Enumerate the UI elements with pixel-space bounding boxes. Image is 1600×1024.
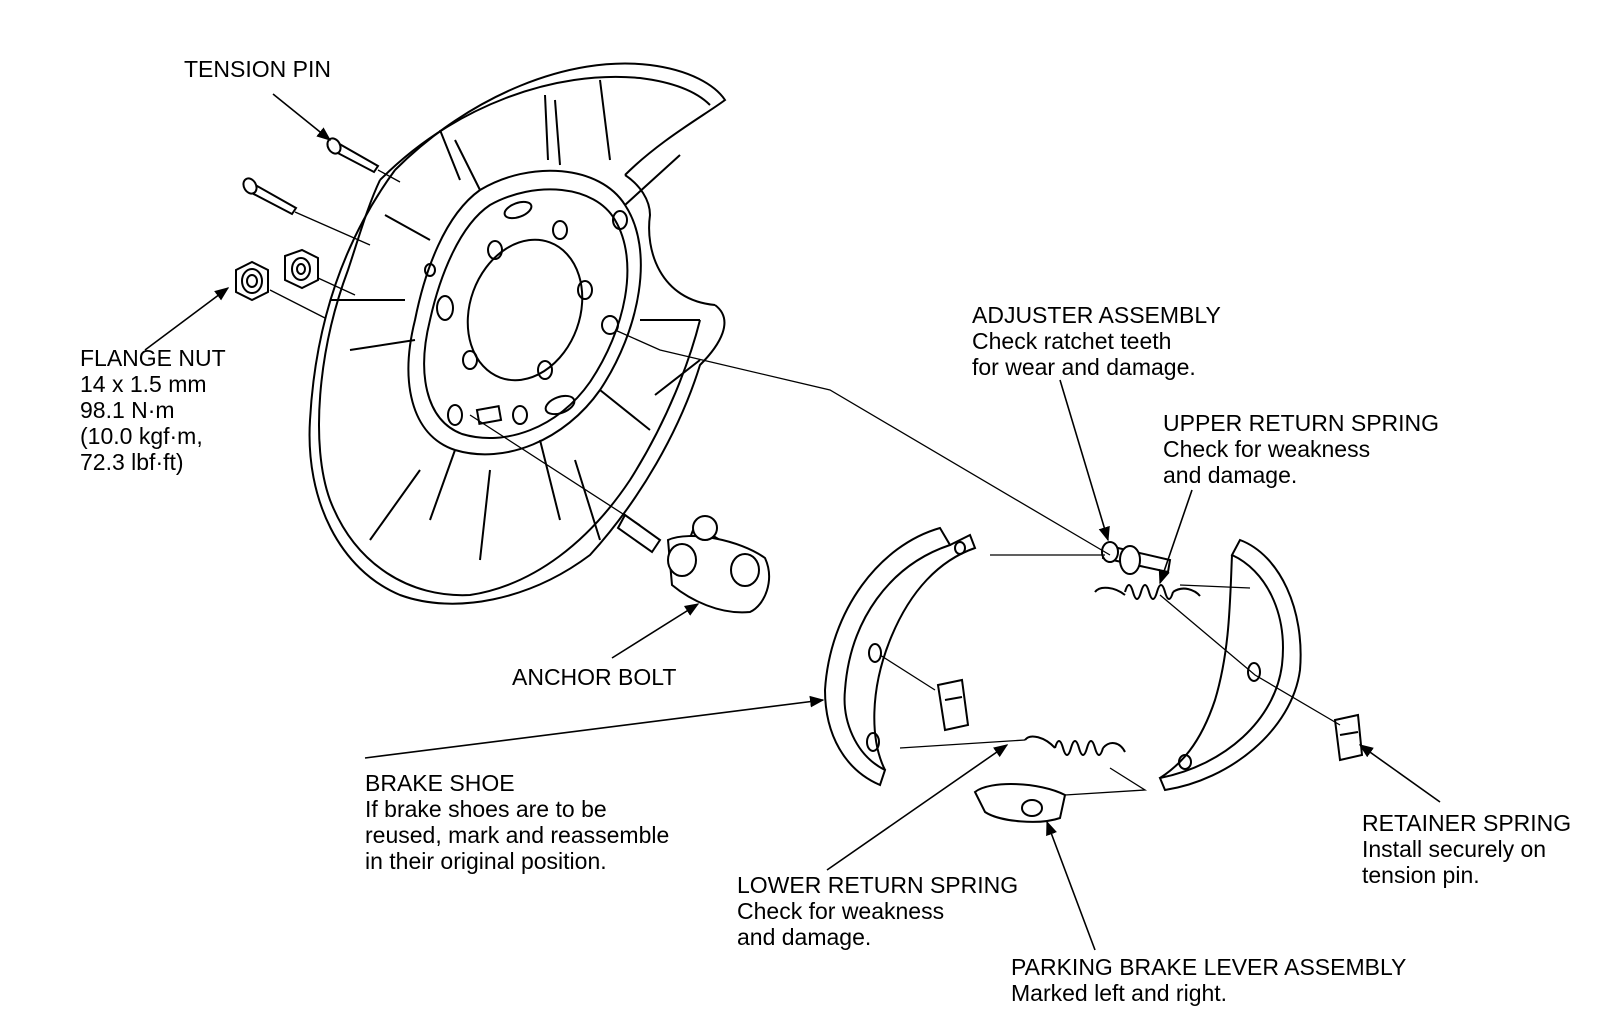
lower-return-spring-note-2: and damage.	[737, 924, 872, 950]
parking-brake-lever-title: PARKING BRAKE LEVER ASSEMBLY	[1011, 954, 1407, 980]
flange-nut-spec-1: 14 x 1.5 mm	[80, 371, 207, 397]
retainer-spring-label: RETAINER SPRING Install securely on tens…	[1362, 810, 1571, 888]
upper-return-spring-note-1: Check for weakness	[1163, 436, 1371, 462]
assembly-lines	[269, 169, 1341, 796]
tension-pin-label: TENSION PIN	[184, 56, 331, 82]
lower-return-spring-note-1: Check for weakness	[737, 898, 945, 924]
brake-shoe-note-3: in their original position.	[365, 848, 607, 874]
brake-shoes	[823, 526, 1302, 792]
upper-return-spring	[1094, 584, 1201, 600]
parking-brake-lever-label: PARKING BRAKE LEVER ASSEMBLY Marked left…	[1011, 954, 1406, 1006]
backing-plate	[308, 62, 727, 605]
retainer-spring-note-1: Install securely on	[1362, 836, 1547, 862]
upper-return-spring-label: UPPER RETURN SPRING Check for weakness a…	[1163, 410, 1439, 488]
flange-nut-title: FLANGE NUT	[80, 345, 226, 371]
adjuster-assembly	[1101, 541, 1172, 575]
adjuster-assembly-label: ADJUSTER ASSEMBLY Check ratchet teeth fo…	[972, 302, 1221, 380]
retainer-spring-title: RETAINER SPRING	[1362, 810, 1572, 836]
anchor-bolt-label: ANCHOR BOLT	[512, 664, 676, 690]
brake-shoe-note-2: reused, mark and reassemble	[365, 822, 670, 848]
tension-pins	[242, 137, 380, 216]
brake-shoe-label: BRAKE SHOE If brake shoes are to be reus…	[365, 770, 669, 874]
lower-return-spring-label: LOWER RETURN SPRING Check for weakness a…	[737, 872, 1018, 950]
tension-pin-title: TENSION PIN	[184, 56, 331, 82]
parking-brake-lever	[973, 783, 1067, 823]
lower-return-spring-title: LOWER RETURN SPRING	[737, 872, 1019, 898]
parking-brake-lever-note-1: Marked left and right.	[1011, 980, 1228, 1006]
adjuster-assembly-title: ADJUSTER ASSEMBLY	[972, 302, 1221, 328]
upper-return-spring-title: UPPER RETURN SPRING	[1163, 410, 1440, 436]
flange-nuts	[235, 248, 319, 302]
anchor-bolt	[616, 513, 770, 614]
anchor-bolt-title: ANCHOR BOLT	[512, 664, 677, 690]
lower-return-spring	[1024, 735, 1126, 756]
flange-nut-spec-2: 98.1 N·m	[80, 397, 175, 423]
flange-nut-spec-4: 72.3 lbf·ft)	[80, 449, 184, 475]
flange-nut-label: FLANGE NUT 14 x 1.5 mm 98.1 N·m (10.0 kg…	[80, 345, 226, 475]
retainer-clips	[936, 678, 1364, 762]
brake-shoe-note-1: If brake shoes are to be	[365, 796, 607, 822]
brake-shoe-title: BRAKE SHOE	[365, 770, 515, 796]
upper-return-spring-note-2: and damage.	[1163, 462, 1298, 488]
leader-arrows	[144, 93, 1441, 951]
flange-nut-spec-3: (10.0 kgf·m,	[80, 423, 203, 449]
retainer-spring-note-2: tension pin.	[1362, 862, 1480, 888]
adjuster-assembly-note-1: Check ratchet teeth	[972, 328, 1172, 354]
adjuster-assembly-note-2: for wear and damage.	[972, 354, 1196, 380]
